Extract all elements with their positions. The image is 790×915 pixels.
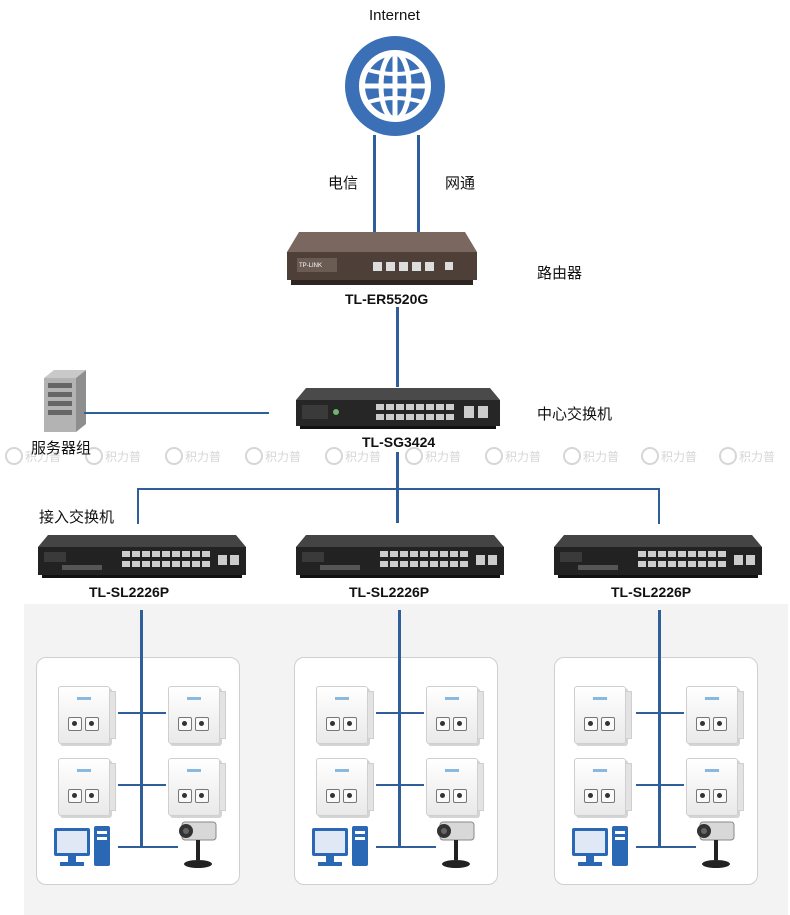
router-brand: TP-LINK <box>299 263 322 269</box>
access-bus <box>137 488 660 490</box>
wall-ap-icon <box>686 686 744 744</box>
telecom-label: 电信 <box>328 174 359 192</box>
ip-camera-icon <box>179 821 217 868</box>
wall-ap-icon <box>426 758 484 816</box>
access-switch-3-model-label: TL-SL2226P <box>611 584 692 600</box>
watermark: 积力普 <box>5 447 61 465</box>
netcom-label: 网通 <box>445 174 476 192</box>
group-2-tap <box>376 712 424 714</box>
globe-icon <box>345 36 445 136</box>
watermark: 积力普 <box>245 447 301 465</box>
watermark: 积力普 <box>563 447 619 465</box>
group-1-trunk <box>140 610 143 848</box>
group-3-trunk <box>658 610 661 848</box>
watermark: 积力普 <box>485 447 541 465</box>
access-switch-label: 接入交换机 <box>39 508 115 526</box>
group-1-tap <box>118 712 166 714</box>
wall-ap-icon <box>316 686 374 744</box>
group-2-tap <box>376 846 436 848</box>
wall-ap-icon <box>574 758 632 816</box>
watermark: 积力普 <box>719 447 775 465</box>
access-switch-2-icon <box>296 535 504 578</box>
pc-icon <box>54 826 110 866</box>
pc-icon <box>312 826 368 866</box>
telecom-link <box>373 135 376 235</box>
wall-ap-icon <box>168 758 226 816</box>
watermark: 积力普 <box>85 447 141 465</box>
router-role-label: 路由器 <box>537 264 583 282</box>
access-switch-2-model-label: TL-SL2226P <box>349 584 430 600</box>
group-3-tap <box>636 846 696 848</box>
router-core-link <box>396 307 399 387</box>
group-3-tap <box>636 712 684 714</box>
group-1-tap <box>118 784 166 786</box>
pc-icon <box>572 826 628 866</box>
router-model-label: TL-ER5520G <box>345 291 429 307</box>
watermark: 积力普 <box>325 447 381 465</box>
server-icon <box>44 370 86 432</box>
access-drop-3 <box>658 488 660 524</box>
group-1-tap <box>118 846 178 848</box>
wall-ap-icon <box>58 758 116 816</box>
watermark: 积力普 <box>405 447 461 465</box>
access-switch-3-icon <box>554 535 762 578</box>
group-2-tap <box>376 784 424 786</box>
core-switch-role-label: 中心交换机 <box>537 405 613 423</box>
server-group-label: 服务器组 <box>31 439 92 457</box>
group-2-trunk <box>398 610 401 848</box>
wall-ap-icon <box>686 758 744 816</box>
router-icon: TP-LINK <box>287 232 477 285</box>
wall-ap-icon <box>58 686 116 744</box>
watermark: 积力普 <box>641 447 697 465</box>
access-switch-1-icon <box>38 535 246 578</box>
core-access-trunk <box>396 452 399 523</box>
wall-ap-icon <box>574 686 632 744</box>
wall-ap-icon <box>316 758 374 816</box>
internet-label: Internet <box>369 7 420 24</box>
core-switch-icon <box>296 388 500 429</box>
wall-ap-icon <box>426 686 484 744</box>
netcom-link <box>417 135 420 235</box>
access-drop-1 <box>137 488 139 524</box>
access-switch-1-model-label: TL-SL2226P <box>89 584 170 600</box>
wall-ap-icon <box>168 686 226 744</box>
watermark: 积力普 <box>165 447 221 465</box>
ip-camera-icon <box>437 821 475 868</box>
core-switch-model-label: TL-SG3424 <box>362 434 436 450</box>
ip-camera-icon <box>697 821 735 868</box>
group-3-tap <box>636 784 684 786</box>
server-link <box>84 412 269 414</box>
